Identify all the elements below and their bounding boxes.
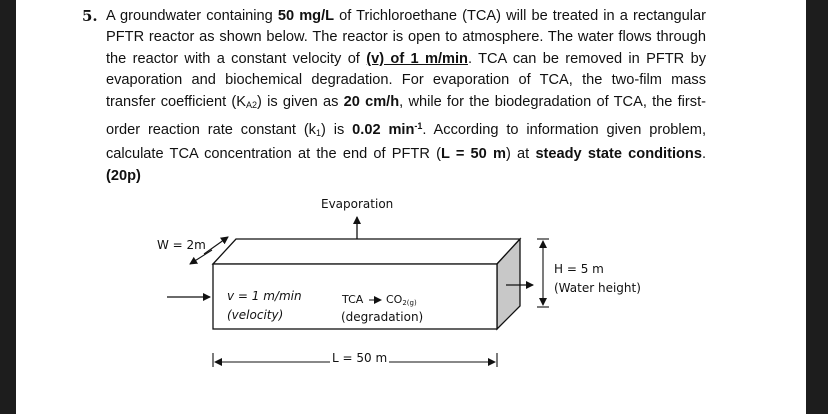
reactor-box: [211, 237, 522, 331]
text-run: ) is: [321, 122, 353, 139]
subscript: A2: [245, 99, 257, 110]
text-run: A groundwater containing: [106, 8, 278, 24]
superscript: -1: [414, 121, 423, 132]
text-run: . According to information given problem…: [106, 122, 706, 163]
problem-statement: 5. A groundwater containing 50 mg/L of T…: [82, 6, 706, 187]
co2-subscript: 2(g): [402, 299, 417, 307]
tca-label: TCA: [342, 293, 364, 306]
problem-text: A groundwater containing 50 mg/L of Tric…: [106, 6, 706, 187]
height-label: H = 5 m: [554, 262, 604, 276]
length-value: L = 50 m: [440, 146, 506, 163]
evaporation-label: Evaporation: [321, 197, 394, 211]
problem-number: 5.: [82, 7, 98, 25]
text-run: , while for the biodegradation of TCA, t…: [106, 93, 706, 139]
text-run: .: [701, 146, 707, 163]
rate-constant-value: 0.02 min-1: [352, 121, 423, 139]
width-label: W = 2m: [157, 238, 206, 252]
document-page: [16, 0, 806, 414]
reactor-top-face: [211, 238, 522, 265]
degradation-label: (degradation): [341, 310, 424, 324]
text-run: ) at: [505, 146, 536, 163]
mass-transfer-value: 20 cm/h: [343, 93, 400, 110]
rate-value: 0.02 min: [352, 122, 415, 139]
velocity-value: (v) of 1 m/min: [366, 50, 468, 67]
length-label: L = 50 m: [330, 351, 390, 365]
co2-label: CO2(g): [386, 293, 417, 307]
points-value: (20p): [106, 167, 141, 184]
width-dimension-arrow: [189, 249, 213, 265]
velocity-note-label: (velocity): [227, 308, 284, 322]
co2-text: CO: [386, 293, 403, 306]
text-run: of Trichloroethane (TCA) will be treated…: [106, 8, 706, 67]
text-run: . TCA can be removed in PFTR by evaporat…: [106, 50, 706, 110]
text-run: ) is given as: [257, 93, 344, 110]
steady-state-text: steady state conditions: [535, 146, 702, 163]
water-height-label: (Water height): [554, 281, 641, 295]
width-dimension-arrow: [203, 236, 229, 255]
concentration-value: 50 mg/L: [277, 8, 335, 24]
subscript: 1: [315, 128, 321, 139]
reactor-front-face: [212, 263, 498, 330]
velocity-label: v = 1 m/min: [227, 289, 302, 303]
